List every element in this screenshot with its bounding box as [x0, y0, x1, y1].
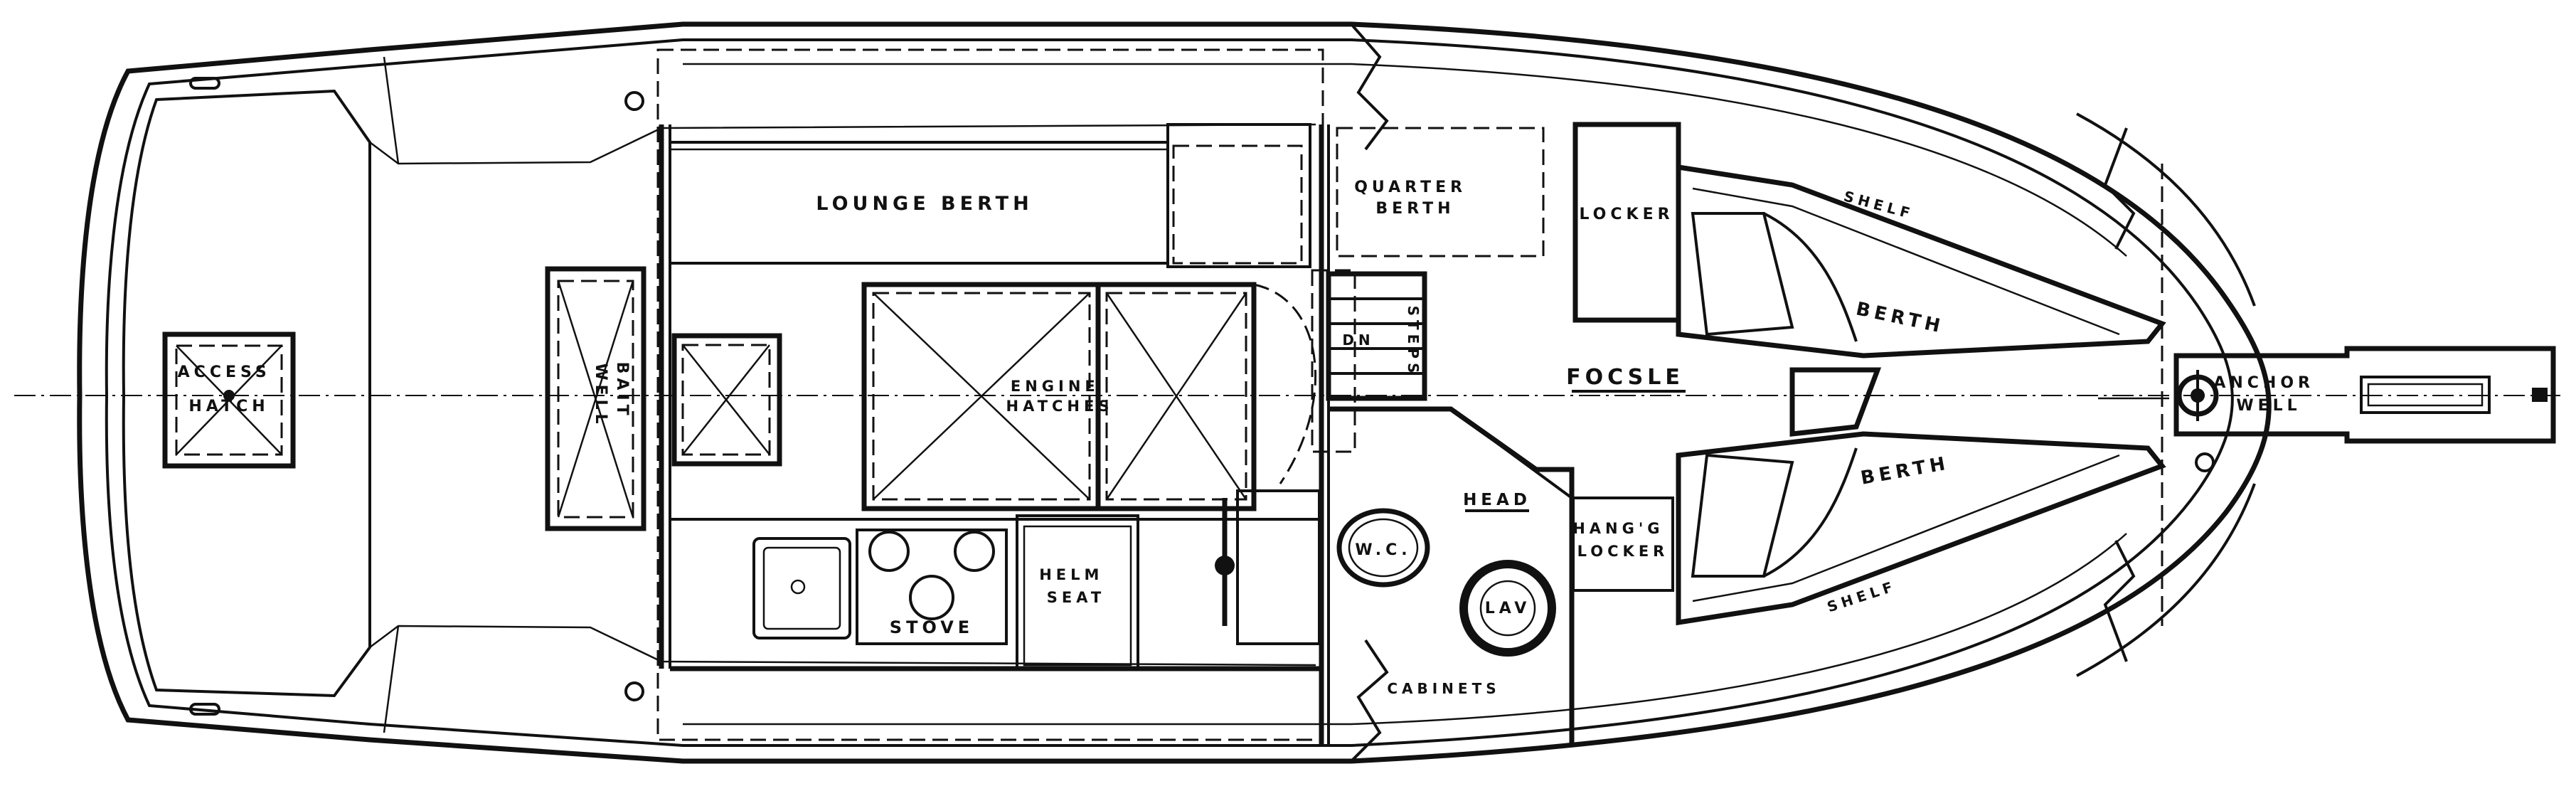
quarter-berth-line2: BERTH: [1375, 200, 1454, 218]
access-hatch: ACCESS HATCH: [162, 331, 296, 469]
hull-outline: [77, 21, 2272, 764]
locker-label: LOCKER: [1579, 206, 1673, 223]
berth-upper: BERTH SHELF: [1676, 164, 2166, 359]
lounge-berth-label: LOUNGE BERTH: [816, 193, 1033, 215]
wc-label: W.C.: [1355, 541, 1411, 559]
helm-seat-line2: SEAT: [1047, 589, 1105, 606]
hanging-locker: HANG'G LOCKER: [1572, 497, 1674, 592]
anchor-well-line1: ANCHOR: [2213, 374, 2314, 392]
access-hatch-label: ACCESS HATCH: [178, 363, 281, 415]
helm-wheel-icon: [1215, 498, 1235, 626]
saloon: LOUNGE BERTH ENGINE HATCHES: [669, 123, 1316, 511]
focsle-label: FOCSLE: [1566, 365, 1684, 390]
cabinets-label: CABINETS: [1387, 680, 1500, 697]
anchor-windlass-icon: [2176, 370, 2219, 421]
helm-seat-line1: HELM: [1039, 566, 1103, 583]
access-hatch-line1: ACCESS: [178, 363, 271, 381]
shelf-lower-label: SHELF: [1825, 577, 1899, 615]
berth-upper-label: BERTH: [1854, 298, 1946, 338]
saloon-hatch: [671, 333, 782, 467]
galley: STOVE HELM SEAT: [670, 489, 1323, 671]
forward-locker: LOCKER: [1572, 122, 1681, 323]
engine-hatches-label: ENGINE HATCHES: [1006, 378, 1114, 415]
bait-well-line1: BAIT: [613, 362, 631, 420]
forward-bulkhead: [1319, 23, 1389, 763]
bait-well-line2: WELL: [592, 363, 610, 428]
quarter-berth-line1: QUARTER: [1354, 179, 1467, 196]
cleat-icon: [189, 77, 644, 716]
engine-hatches-line1: ENGINE: [1011, 378, 1100, 395]
berth-lower: BERTH SHELF: [1676, 431, 2166, 626]
head-compartment: W.C. LAV HEAD HANG'G LOCKER CABINETS: [1329, 406, 1674, 747]
lav-label: LAV: [1485, 600, 1531, 617]
access-hatch-line2: HATCH: [188, 398, 269, 415]
stove-label: STOVE: [890, 617, 974, 637]
lounge-berth: LOUNGE BERTH: [669, 141, 1169, 265]
anchor-well-label: ANCHOR WELL: [2213, 374, 2324, 415]
hanging-locker-label: HANG'G LOCKER: [1572, 520, 1673, 560]
engine-hatches-line2: HATCHES: [1006, 398, 1114, 415]
cockpit: ACCESS HATCH BAIT WELL: [162, 77, 646, 716]
head-label: HEAD: [1463, 491, 1531, 509]
bowsprit: [2173, 346, 2556, 444]
companion-steps: DN STEPS: [1326, 271, 1427, 401]
bait-well: BAIT WELL: [545, 266, 646, 531]
toilet-icon: W.C.: [1336, 508, 1430, 588]
anchor-well-line2: WELL: [2236, 397, 2301, 415]
steps-label: STEPS: [1405, 306, 1422, 378]
bow: ANCHOR WELL: [2076, 112, 2556, 677]
down-label: DN: [1342, 331, 1374, 349]
hanging-locker-line1: HANG'G: [1572, 520, 1664, 537]
helm-seat: HELM SEAT: [1016, 514, 1139, 670]
sink: [752, 537, 851, 639]
stove: STOVE: [856, 529, 1008, 645]
quarter-berth-area: QUARTER BERTH DN STEPS: [1311, 127, 1545, 453]
lavatory-icon: LAV: [1459, 560, 1556, 657]
bait-well-label: BAIT WELL: [592, 362, 631, 430]
berth-lower-label: BERTH: [1859, 452, 1951, 489]
quarter-berth-label: QUARTER BERTH: [1354, 179, 1476, 218]
helm-seat-label: HELM SEAT: [1039, 566, 1113, 606]
hanging-locker-line2: LOCKER: [1577, 543, 1669, 560]
engine-hatches: ENGINE HATCHES: [861, 282, 1257, 511]
